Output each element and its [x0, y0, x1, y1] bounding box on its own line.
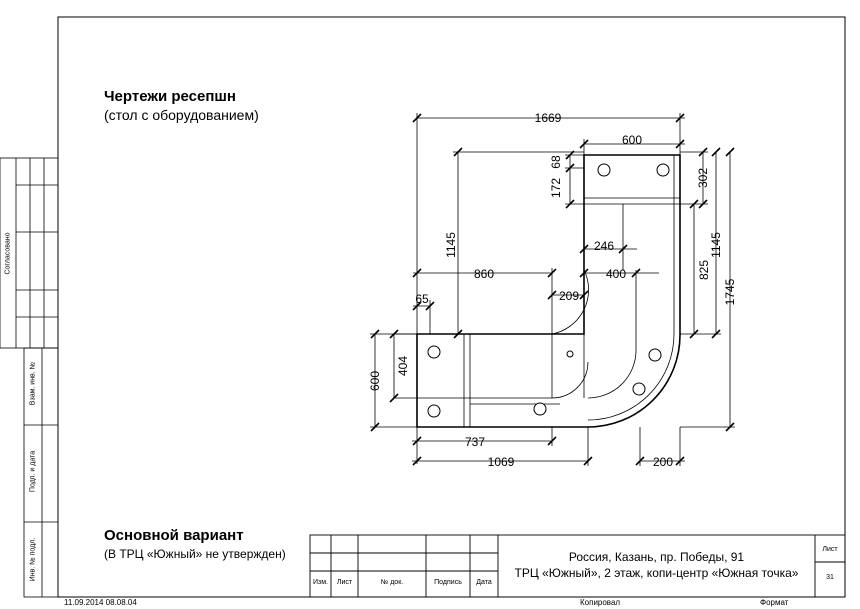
dim-600-left: 600	[368, 371, 382, 391]
tb-label-signature: Подпись	[434, 579, 462, 586]
tb-label-doc-number: № док.	[380, 579, 404, 586]
dim-68: 68	[549, 155, 563, 169]
dim-1745: 1745	[723, 278, 737, 305]
dim-860: 860	[474, 267, 494, 281]
cable-holes	[427, 163, 670, 418]
dim-65: 65	[415, 292, 429, 306]
dim-400: 400	[606, 267, 626, 281]
sheet-title: Чертежи ресепшн	[104, 88, 236, 105]
dim-1145-left: 1145	[444, 232, 458, 258]
side-stamp-sign-date: Подп. и дата	[29, 450, 37, 493]
dim-209: 209	[559, 289, 579, 303]
dim-172: 172	[549, 178, 563, 198]
dim-404: 404	[396, 356, 410, 376]
dim-302: 302	[696, 168, 710, 188]
tb-sheet-label: Лист	[822, 546, 838, 553]
title-block	[309, 534, 846, 598]
footer-format: Формат	[760, 598, 789, 607]
side-stamp-agreed: Согласовано	[4, 232, 12, 275]
dim-600-top: 600	[622, 133, 642, 147]
footer-datetime: 11.09.2014 08.08.04	[64, 598, 137, 607]
footer-copied: Копировал	[580, 598, 621, 607]
desk-outline	[416, 154, 681, 428]
dimension-ticks	[370, 113, 735, 466]
variant-title: Основной вариант	[104, 527, 244, 544]
dim-1069: 1069	[488, 455, 515, 469]
tb-address-line2: ТРЦ «Южный», 2 этаж, копи-центр «Южная т…	[514, 566, 799, 580]
tb-sheet-number: 31	[826, 574, 834, 581]
variant-note: (В ТРЦ «Южный» не утвержден)	[104, 547, 286, 561]
dim-825: 825	[697, 260, 711, 280]
tb-label-change: Изм.	[313, 579, 328, 586]
dim-737: 737	[465, 435, 485, 449]
dim-1669: 1669	[535, 111, 562, 125]
tb-address-line1: Россия, Казань, пр. Победы, 91	[568, 550, 745, 564]
side-stamp-replaced-inv: Взам. инв. №	[29, 361, 37, 406]
dim-1145-right: 1145	[709, 232, 723, 258]
dim-200: 200	[653, 455, 673, 469]
dimension-lines	[370, 113, 735, 466]
dim-246: 246	[594, 239, 614, 253]
side-stamp-orig-inv: Инв. № подл.	[29, 537, 37, 582]
tb-label-sheet: Лист	[336, 579, 353, 586]
sheet-subtitle: (стол с оборудованием)	[104, 107, 259, 123]
tb-label-date: Дата	[476, 579, 492, 586]
side-stamp	[0, 157, 59, 598]
